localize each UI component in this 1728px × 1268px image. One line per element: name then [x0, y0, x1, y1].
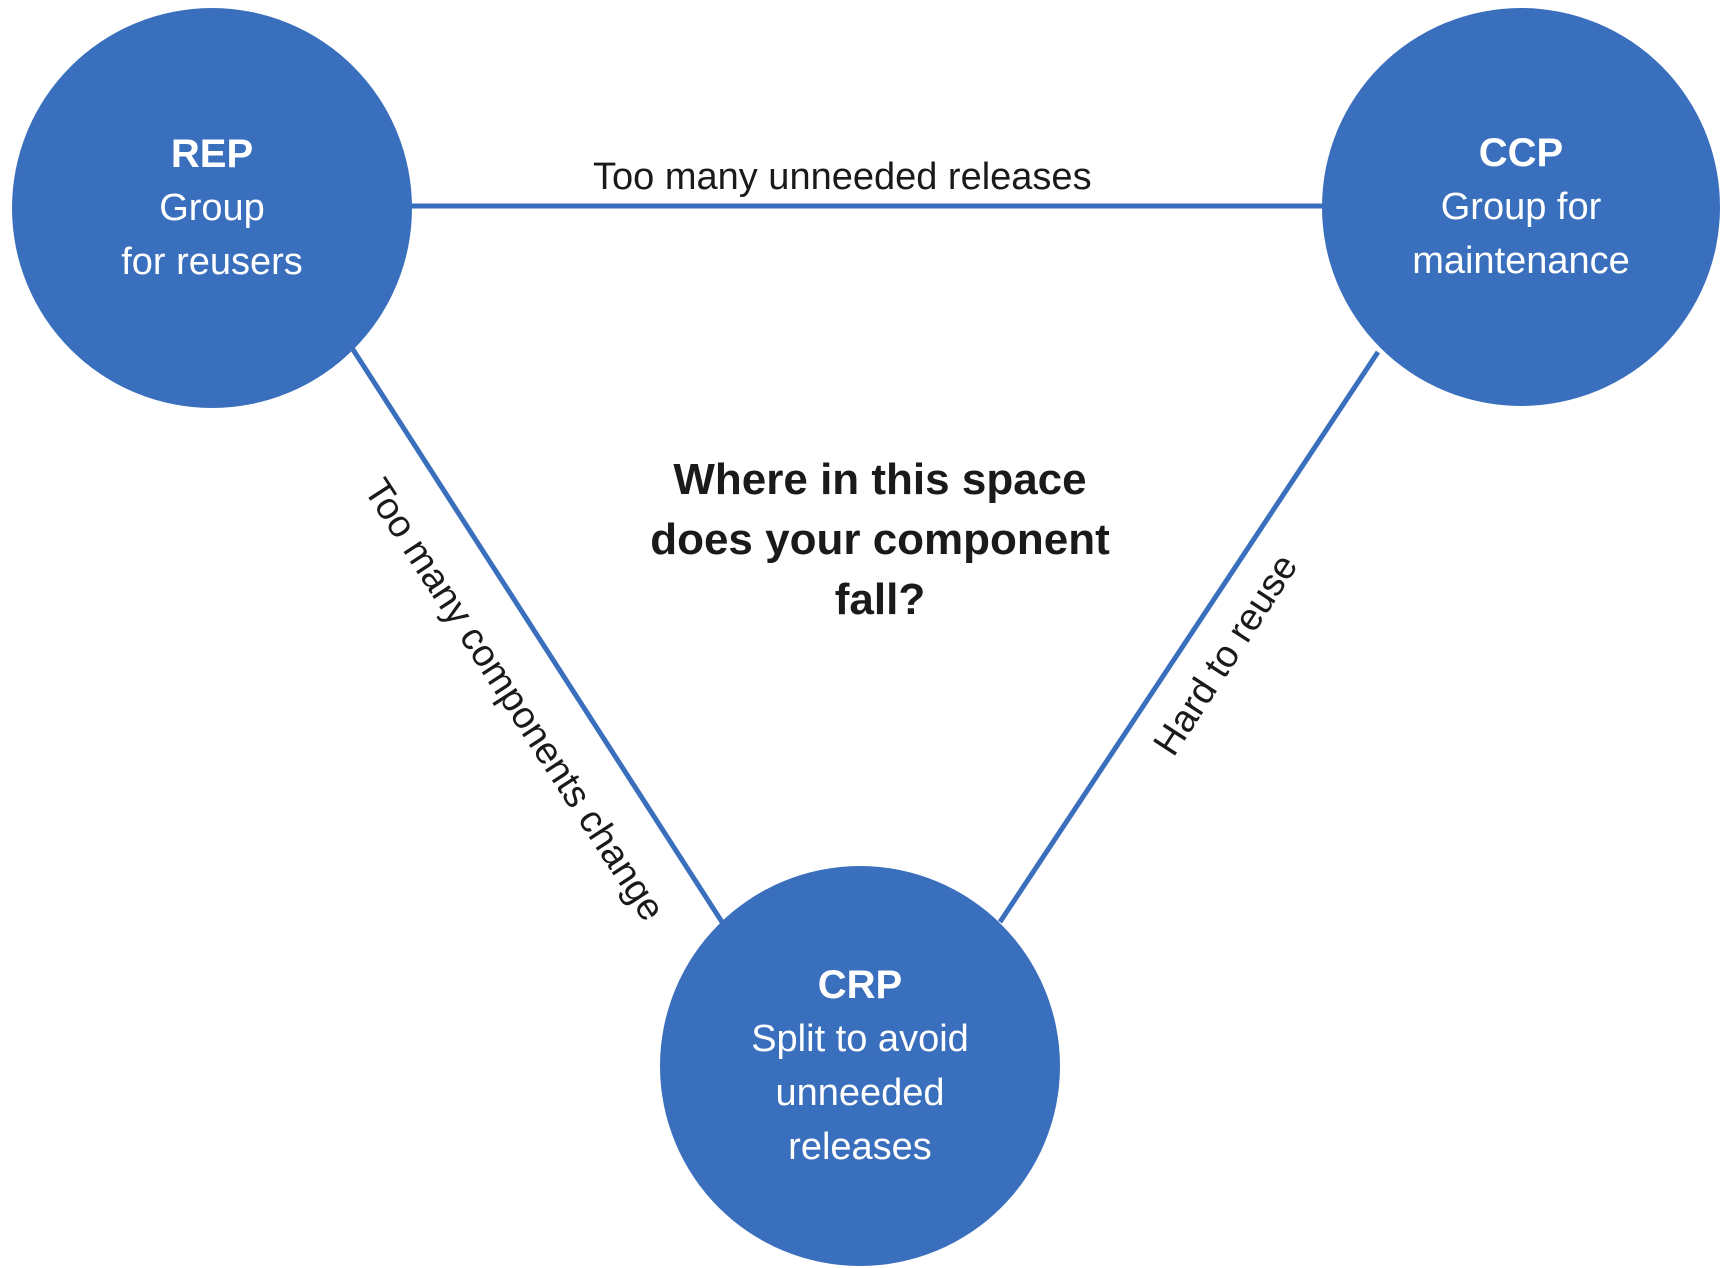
- node-ccp-description: Group for maintenance: [1412, 186, 1630, 282]
- edge-line-ccp-crp: [997, 350, 1381, 924]
- node-rep: REP Group for reusers: [12, 8, 412, 408]
- node-rep-description: Group for reusers: [121, 187, 303, 283]
- edge-label-rep-ccp: Too many unneeded releases: [593, 156, 1092, 198]
- edge-line-rep-crp: [349, 346, 725, 924]
- center-question: Where in this space does your component …: [650, 455, 1110, 624]
- node-crp-description: Split to avoid unneeded releases: [751, 1018, 969, 1168]
- node-ccp-title: CCP: [1478, 131, 1564, 175]
- node-crp-title: CRP: [817, 963, 903, 1007]
- node-rep-title: REP: [170, 132, 254, 176]
- node-ccp: CCP Group for maintenance: [1322, 8, 1720, 406]
- node-crp: CRP Split to avoid unneeded releases: [660, 866, 1060, 1266]
